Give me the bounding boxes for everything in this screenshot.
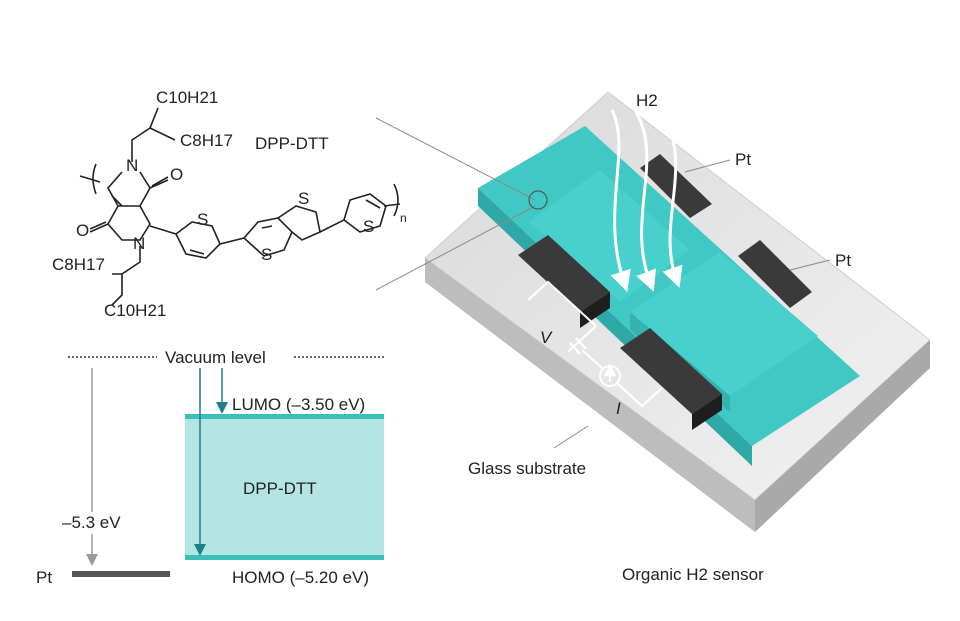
pt-leader-top xyxy=(684,159,731,173)
sensor-caption: Organic H2 sensor xyxy=(622,565,764,584)
electrode-top-label: Pt xyxy=(735,150,751,169)
energy-diagram: Vacuum level DPP-DTT LUMO (–3.50 eV) HOM… xyxy=(36,348,385,587)
atom-s-1: S xyxy=(197,210,208,229)
work-function-label: –5.3 eV xyxy=(62,513,121,532)
atom-o-top: O xyxy=(170,165,183,184)
voltage-label: V xyxy=(540,328,553,347)
homo-edge xyxy=(185,555,384,560)
capacitor-plate-1 xyxy=(569,342,581,355)
substrate-right-face xyxy=(755,340,930,532)
electrode-left-b xyxy=(620,328,722,414)
h2-flow-arrow-3 xyxy=(658,109,683,288)
substrate-front-face xyxy=(425,258,755,532)
gas-label: H2 xyxy=(636,91,658,110)
pt-level-label: Pt xyxy=(36,568,52,587)
atom-n-top: N xyxy=(126,156,138,175)
electrode-left-b-side xyxy=(692,394,722,430)
band-label: DPP-DTT xyxy=(243,479,317,498)
electrode-left-a xyxy=(518,235,610,312)
chain-top-inner: C8H17 xyxy=(180,131,233,150)
circuit-wire-3 xyxy=(581,349,603,369)
substrate-label: Glass substrate xyxy=(468,459,586,478)
molecule-name: DPP-DTT xyxy=(255,134,329,153)
sensor-device: H2 Pt Pt V I Glass substrate Organic H2 … xyxy=(375,91,931,584)
vacuum-level-label: Vacuum level xyxy=(165,348,266,367)
chain-top-outer: C10H21 xyxy=(156,88,218,107)
capacitor-plate-2 xyxy=(575,337,587,350)
electrode-right xyxy=(738,240,812,308)
atom-n-bottom: N xyxy=(133,234,145,253)
current-label: I xyxy=(616,399,621,418)
repeat-subscript: n xyxy=(400,211,407,225)
electrode-right-label: Pt xyxy=(835,251,851,270)
wf-label-bg xyxy=(62,512,124,534)
atom-s-3: S xyxy=(298,189,309,208)
atom-s-2: S xyxy=(261,245,272,264)
atom-o-bottom: O xyxy=(76,221,89,240)
lumo-label: LUMO (–3.50 eV) xyxy=(232,395,365,414)
h2-flow-arrow-1 xyxy=(610,109,631,292)
chain-bottom-outer: C10H21 xyxy=(104,301,166,320)
substrate-leader xyxy=(553,425,589,449)
pt-leader-right xyxy=(789,259,831,271)
pt-level-bar xyxy=(72,571,170,577)
circuit-wire-4 xyxy=(617,383,663,408)
h2-flow-arrow-2 xyxy=(634,111,657,292)
zoom-leader-bottom xyxy=(375,205,536,291)
atom-s-4: S xyxy=(363,217,374,236)
dpp-dtt-band xyxy=(185,416,384,558)
zoom-circle xyxy=(528,190,548,210)
circuit-wire-1 xyxy=(527,280,597,327)
zoom-leader-top xyxy=(375,117,536,201)
molecule-labels: C10H21 C8H17 N O O N S S S S n C8H17 C10… xyxy=(52,88,407,320)
chain-bottom-inner: C8H17 xyxy=(52,255,105,274)
lumo-edge xyxy=(185,414,384,419)
film-block-bottom xyxy=(630,252,818,396)
homo-label: HOMO (–5.20 eV) xyxy=(232,568,369,587)
dpp-dtt-structure xyxy=(79,107,401,306)
